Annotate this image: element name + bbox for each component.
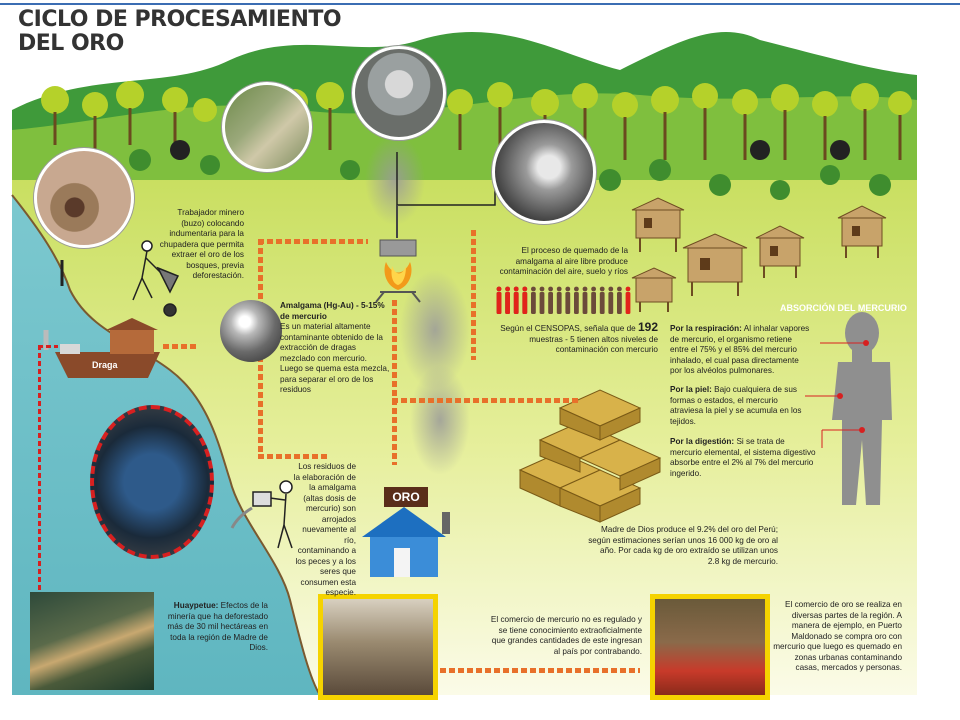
gold-trade-text: El comercio de oro se realiza en diversa… bbox=[773, 600, 902, 672]
diver-photo bbox=[34, 148, 134, 248]
amalgam-photo bbox=[220, 300, 282, 362]
person-icon bbox=[617, 286, 622, 314]
diver-caption: Trabajador minero (buzo) colocando indum… bbox=[152, 208, 244, 282]
title-line-1: CICLO DE PROCESAMIENTO bbox=[18, 7, 342, 32]
connector-3 bbox=[258, 454, 328, 459]
diver-caption-text: Trabajador minero (buzo) colocando indum… bbox=[159, 208, 244, 280]
huaypetue-body: Efectos de la minería que ha deforestado… bbox=[167, 601, 268, 652]
top-border bbox=[0, 3, 960, 5]
digestion-body: Si se trata de mercurio elemental, el si… bbox=[670, 437, 816, 478]
mercury-trade-caption: El comercio de mercurio no es regulado y… bbox=[484, 615, 642, 657]
amalgam-body-1: Es un material altamente contaminante ob… bbox=[280, 322, 383, 363]
waste-thrower bbox=[230, 480, 293, 549]
connector-6 bbox=[392, 398, 578, 403]
gold-bars bbox=[518, 389, 662, 523]
smoke-cloud-photo bbox=[492, 120, 596, 224]
huaypetue-aerial-photo bbox=[30, 592, 154, 690]
person-icon bbox=[565, 286, 571, 314]
main-title: CICLO DE PROCESAMIENTO DEL ORO bbox=[18, 7, 342, 56]
person-icon-contaminated bbox=[513, 286, 519, 314]
amalgam-burner bbox=[375, 239, 421, 303]
respiration-box: Por la respiración: Al inhalar vapores d… bbox=[670, 324, 810, 377]
person-icon bbox=[548, 286, 553, 314]
mercury-shop-photo bbox=[318, 594, 438, 700]
mercury-trade-text: El comercio de mercurio no es regulado y… bbox=[490, 615, 642, 656]
red-path-1 bbox=[38, 345, 41, 595]
wheelbarrow-worker bbox=[132, 240, 180, 317]
amalgam-body-2: Luego se quema esta mezcla, para separar… bbox=[280, 364, 390, 394]
gold-trade-caption: El comercio de oro se realiza en diversa… bbox=[772, 600, 902, 674]
digestion-box: Por la digestión: Si se trata de mercuri… bbox=[670, 437, 818, 479]
censopas-caption: Según el CENSOPAS, señala que de 192 mue… bbox=[498, 320, 658, 356]
person-icon bbox=[599, 286, 605, 314]
censopas-pre: Según el CENSOPAS, señala que de bbox=[500, 324, 636, 333]
dredge-boat bbox=[55, 318, 160, 378]
draga-label: Draga bbox=[92, 360, 118, 370]
absorption-title: ABSORCIÓN DEL MERCURIO bbox=[780, 303, 907, 313]
person-icon bbox=[539, 286, 545, 314]
connector-8 bbox=[440, 668, 640, 673]
person-icon bbox=[608, 286, 614, 314]
people-icons-chart bbox=[496, 286, 631, 314]
person-icon-contaminated bbox=[625, 286, 631, 314]
person-icon bbox=[591, 286, 596, 314]
gold-store bbox=[362, 507, 450, 577]
deforestation-photo bbox=[222, 82, 312, 172]
person-icon bbox=[574, 286, 579, 314]
skin-title: Por la piel: bbox=[670, 385, 712, 394]
censopas-post: muestras - 5 tienen altos niveles de con… bbox=[529, 334, 658, 355]
amalgam-box: Amalgama (Hg-Au) - 5-15% de mercurio Es … bbox=[280, 301, 390, 396]
respiration-title: Por la respiración: bbox=[670, 324, 742, 333]
burning-caption: El proceso de quemado de la amalgama al … bbox=[490, 246, 628, 278]
madre-de-dios-text: Madre de Dios produce el 9.2% del oro de… bbox=[588, 525, 778, 566]
dead-fish-photo bbox=[352, 46, 446, 140]
person-icon bbox=[582, 286, 588, 314]
person-icon-contaminated bbox=[496, 286, 502, 314]
skin-body: Bajo cualquiera de sus formas o estados,… bbox=[670, 385, 802, 426]
connector-1 bbox=[258, 239, 368, 244]
censopas-number: 192 bbox=[637, 320, 658, 334]
engine-photo bbox=[90, 405, 214, 559]
trees bbox=[41, 81, 912, 122]
market-photo bbox=[650, 594, 770, 700]
huaypetue-caption: Huaypetue: Efectos de la minería que ha … bbox=[160, 601, 268, 654]
red-path-2 bbox=[38, 345, 58, 348]
huaypetue-title: Huaypetue: bbox=[173, 601, 219, 610]
connector-7 bbox=[471, 230, 476, 360]
person-icon-contaminated bbox=[505, 286, 510, 314]
residues-caption: Los residuos de la elaboración de la ama… bbox=[292, 462, 356, 599]
respiration-body: Al inhalar vapores de mercurio, el organ… bbox=[670, 324, 810, 375]
connector-5 bbox=[392, 300, 397, 465]
amalgam-title: Amalgama (Hg-Au) - 5-15% de mercurio bbox=[280, 301, 385, 321]
person-icon bbox=[531, 286, 536, 314]
stilt-houses bbox=[631, 197, 887, 312]
digestion-title: Por la digestión: bbox=[670, 437, 735, 446]
title-line-2: DEL ORO bbox=[18, 31, 124, 56]
madre-de-dios-caption: Madre de Dios produce el 9.2% del oro de… bbox=[588, 525, 778, 567]
connector-4 bbox=[163, 344, 199, 349]
residues-text: Los residuos de la elaboración de la ama… bbox=[293, 462, 356, 597]
skin-box: Por la piel: Bajo cualquiera de sus form… bbox=[670, 385, 806, 427]
person-icon-contaminated bbox=[522, 286, 528, 314]
oro-sign: ORO bbox=[384, 487, 428, 507]
burning-caption-text: El proceso de quemado de la amalgama al … bbox=[499, 246, 628, 276]
person-icon bbox=[556, 286, 562, 314]
